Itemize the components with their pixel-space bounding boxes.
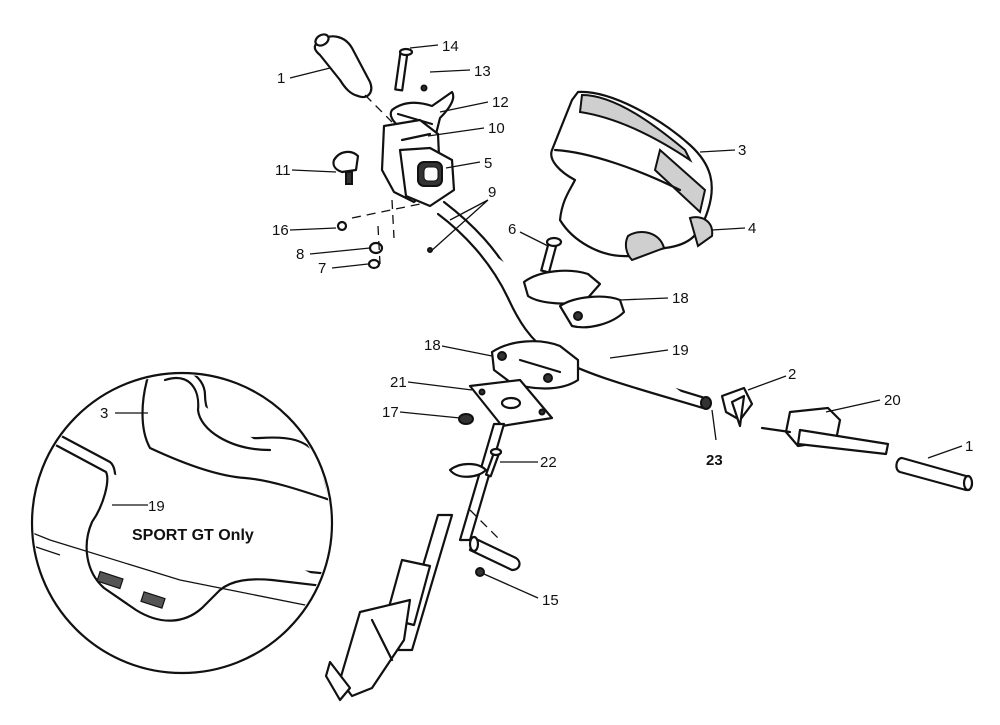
washer-8-part [368,241,384,255]
screw-13-part [420,84,428,92]
inset-note-sport-gt: SPORT GT Only [132,527,254,544]
screw-22-part [484,447,503,478]
callout-9: 9 [488,184,496,201]
callout-1-right: 1 [965,438,973,455]
callout-numbers: 1 14 13 12 10 11 5 9 16 8 7 3 4 6 18 18 … [272,38,973,609]
bushing-part [468,535,521,572]
callout-6: 6 [508,221,516,238]
callout-12: 12 [492,94,509,111]
left-grip-part [313,33,393,123]
callout-17: 17 [382,404,399,421]
nut-7-part [367,258,381,270]
right-grip-part [895,456,974,492]
pin-part [394,47,414,92]
nut-17-part [458,413,474,425]
end-plug-23-part [700,396,712,410]
bolt-6-part [540,236,563,274]
callout-13: 13 [474,63,491,80]
throttle-housing-part [380,118,456,239]
steering-post-part [324,422,506,702]
kill-switch-part [332,150,360,185]
callout-11: 11 [275,162,291,179]
inset-threads [96,570,166,609]
inset-callout-3: 3 [100,405,108,422]
sport-gt-inset: 3 19 SPORT GT Only [30,371,334,675]
callout-20: 20 [884,392,901,409]
callout-5: 5 [484,155,492,172]
clip-16-part [336,220,348,232]
callout-10: 10 [488,120,505,137]
callout-18-upper: 18 [672,290,689,307]
callout-16: 16 [272,222,289,239]
callout-8: 8 [296,246,304,263]
lower-clamp-part [490,340,580,390]
hood-cover-part [550,90,714,262]
callout-18-lower: 18 [424,337,441,354]
brake-lever-bracket-part [720,386,754,428]
callout-1-left: 1 [277,70,285,87]
callout-23: 23 [706,452,723,469]
callout-15: 15 [542,592,559,609]
callout-14: 14 [442,38,459,55]
callout-4: 4 [748,220,756,237]
inset-callout-19: 19 [148,498,165,515]
callout-7: 7 [318,260,326,277]
callout-2: 2 [788,366,796,383]
clip-15-part [475,567,485,577]
upper-clamp-part [522,269,626,329]
callout-21: 21 [390,374,407,391]
mount-plate-part [468,378,554,428]
callout-19: 19 [672,342,689,359]
callout-22: 22 [540,454,557,471]
brake-housing-part [760,406,890,456]
leader-lines [289,44,963,599]
callout-3: 3 [738,142,746,159]
